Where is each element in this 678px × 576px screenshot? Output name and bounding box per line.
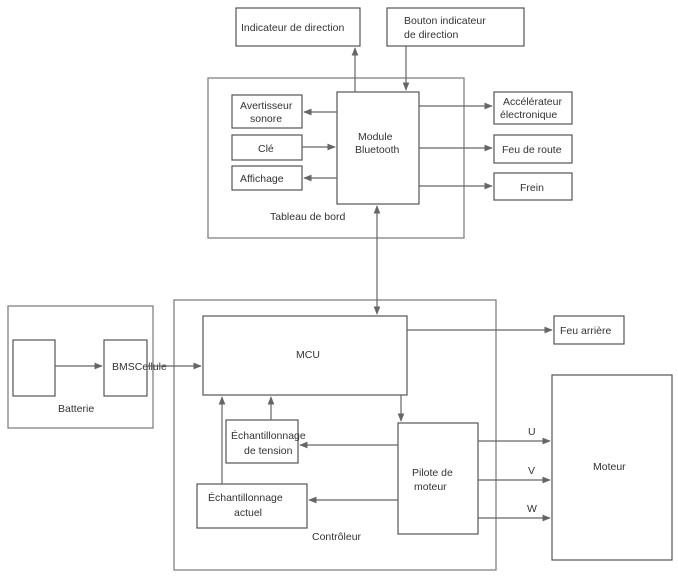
mcu-box (202, 315, 408, 396)
controleur-group (173, 299, 497, 571)
avertisseur-sonore-label-2: sonore (250, 113, 282, 125)
accelerateur-label-2: électronique (500, 109, 557, 121)
feu-de-route-box (493, 134, 573, 164)
indicateur-direction-label: Indicateur de direction (241, 22, 344, 34)
echantillonnage-tension-box (225, 419, 299, 464)
phase-w-label: W (527, 503, 537, 515)
cle-label: Clé (258, 143, 274, 155)
avertisseur-sonore-box (231, 94, 303, 129)
frein-box (493, 172, 573, 201)
echantillonnage-actuel-label-1: Échantillonnage (208, 491, 283, 504)
affichage-label: Affichage (240, 173, 284, 185)
bouton-indicateur-label-1: Bouton indicateur (404, 15, 486, 27)
feu-arriere-label: Feu arrière (560, 325, 612, 337)
pilote-moteur-label-1: Pilote de (412, 467, 453, 479)
bouton-indicateur-box (386, 7, 525, 47)
tableau-de-bord-group (207, 77, 465, 239)
moteur-box (551, 374, 673, 561)
battery-cell-box (12, 339, 56, 397)
pilote-moteur-box (397, 422, 479, 535)
bms-cellule-box (103, 339, 148, 397)
frein-label: Frein (520, 182, 544, 194)
feu-de-route-label: Feu de route (502, 144, 562, 156)
accelerateur-box (493, 91, 573, 125)
echantillonnage-tension-label-1: Échantillonnage (231, 429, 306, 442)
bouton-indicateur-label-2: de direction (404, 29, 458, 41)
echantillonnage-actuel-box (196, 483, 308, 529)
echantillonnage-tension-label-2: de tension (244, 445, 293, 457)
phase-u-label: U (528, 426, 536, 438)
accelerateur-label-1: Accélérateur (503, 96, 562, 108)
phase-v-label: V (528, 465, 535, 477)
echantillonnage-actuel-label-2: actuel (234, 507, 262, 519)
pilote-moteur-label-2: moteur (414, 481, 447, 493)
batterie-label: Batterie (58, 403, 94, 415)
feu-arriere-box (553, 315, 625, 345)
indicateur-direction-box (235, 7, 361, 47)
module-bluetooth-label-2: Bluetooth (355, 144, 400, 156)
moteur-label: Moteur (593, 461, 626, 473)
affichage-box (231, 165, 303, 191)
tableau-de-bord-label: Tableau de bord (270, 211, 345, 223)
module-bluetooth-label-1: Module (358, 131, 393, 143)
batterie-group (7, 305, 154, 429)
cle-box (231, 134, 303, 161)
mcu-label: MCU (296, 349, 320, 361)
avertisseur-sonore-label-1: Avertisseur (240, 100, 293, 112)
bms-cellule-label: BMSCellule (112, 361, 167, 373)
module-bluetooth-box (336, 91, 420, 205)
controleur-label: Contrôleur (312, 531, 362, 543)
